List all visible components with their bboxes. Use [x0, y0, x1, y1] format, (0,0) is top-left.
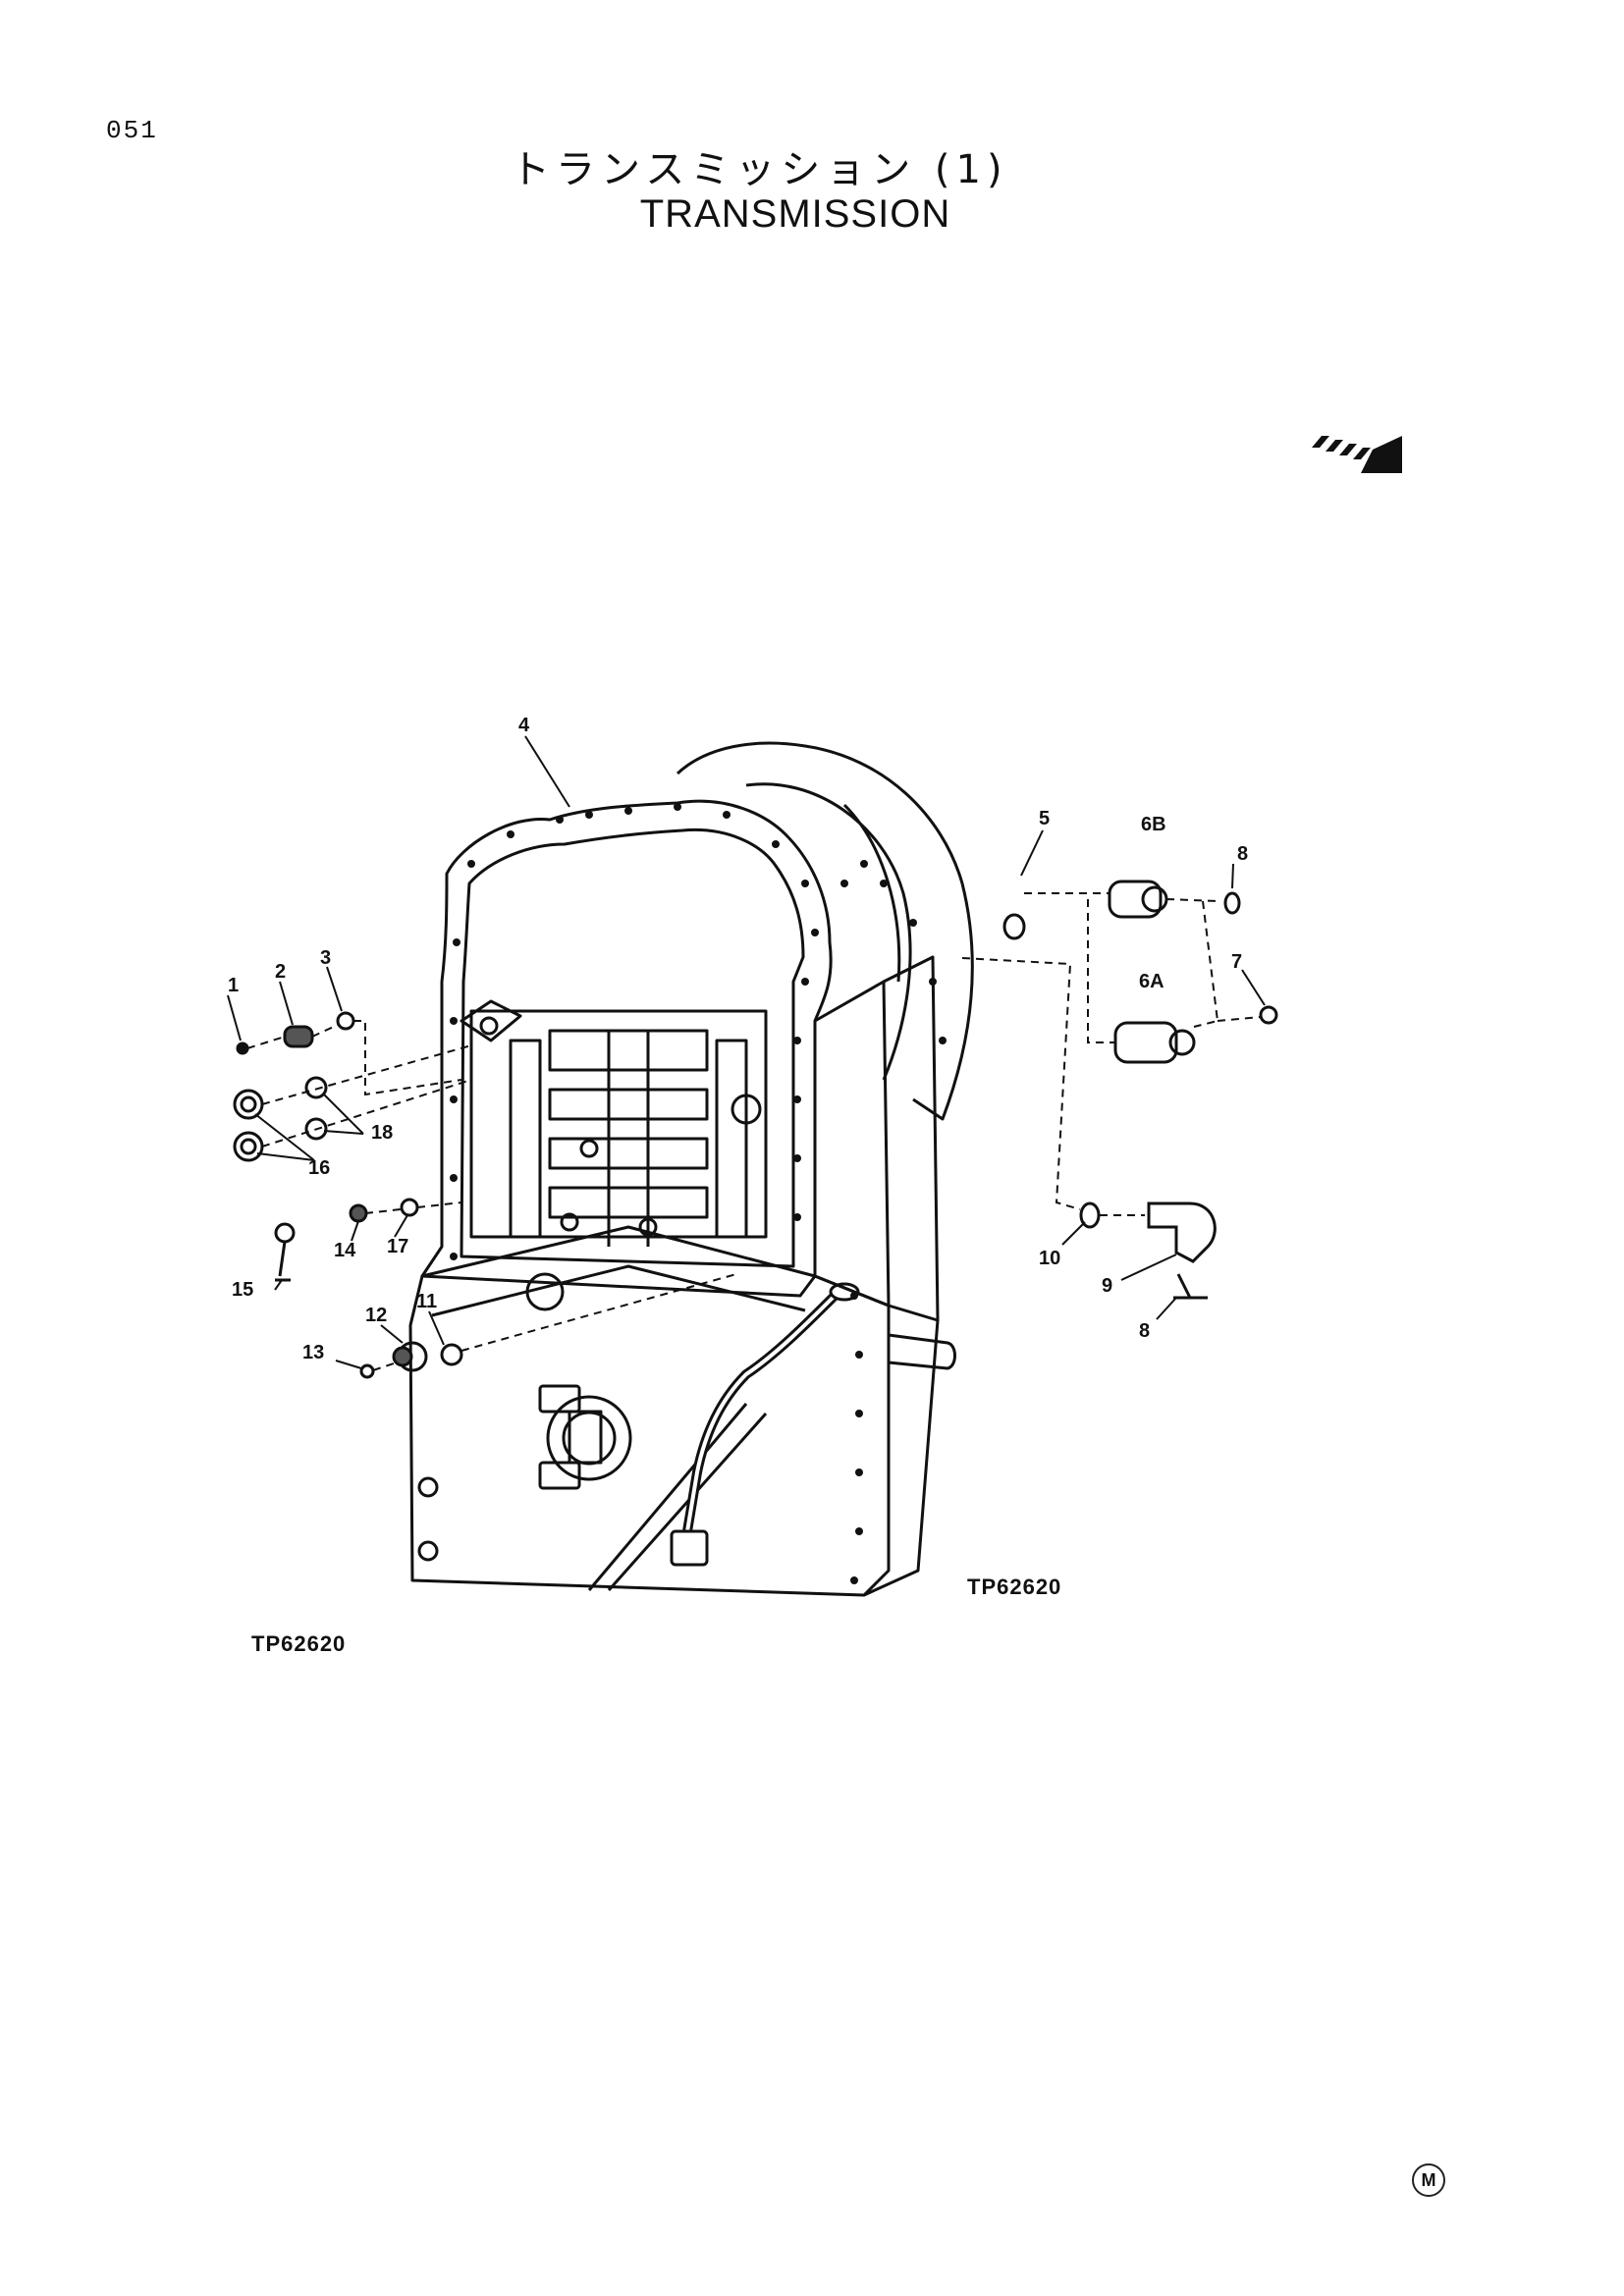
callout-label: 6A	[1139, 971, 1164, 992]
callout-label: 1	[228, 975, 239, 996]
dipstick-tube	[682, 1292, 839, 1532]
callout-label: 9	[1102, 1275, 1112, 1297]
callout-label: 11	[416, 1291, 437, 1312]
callout-label: 15	[232, 1279, 253, 1301]
title-english: TRANSMISSION	[639, 192, 951, 236]
model-mark-icon: M	[1412, 2163, 1445, 2197]
callout-label: 5	[1039, 808, 1050, 829]
callout-label: 13	[302, 1342, 324, 1363]
callout-label: 7	[1231, 951, 1242, 973]
callout-label: 3	[320, 947, 331, 969]
callout-label: 16	[308, 1157, 330, 1179]
callout-label: 4	[518, 715, 530, 736]
figure-code: TP62620	[251, 1631, 347, 1656]
front-direction-arrow-icon	[1312, 436, 1402, 473]
control-valve-body	[469, 1009, 768, 1239]
callout-label: 8	[1237, 843, 1248, 865]
page-number: 051	[106, 116, 158, 145]
callout-label: 12	[365, 1305, 387, 1326]
title-japanese: トランスミッション (1)	[511, 147, 1008, 192]
callout-label: 18	[371, 1122, 393, 1144]
housing-front-plate	[420, 799, 833, 1298]
callout-label: 8	[1139, 1320, 1150, 1342]
figure-code: TP62620	[967, 1575, 1062, 1599]
lower-housing	[408, 1225, 891, 1597]
callout-label: 10	[1039, 1248, 1060, 1269]
callout-label: 6B	[1141, 814, 1166, 835]
callout-label: 17	[387, 1236, 408, 1257]
callout-label: 14	[334, 1240, 356, 1261]
callout-label: 2	[275, 961, 286, 983]
flange-outline	[676, 741, 974, 1121]
